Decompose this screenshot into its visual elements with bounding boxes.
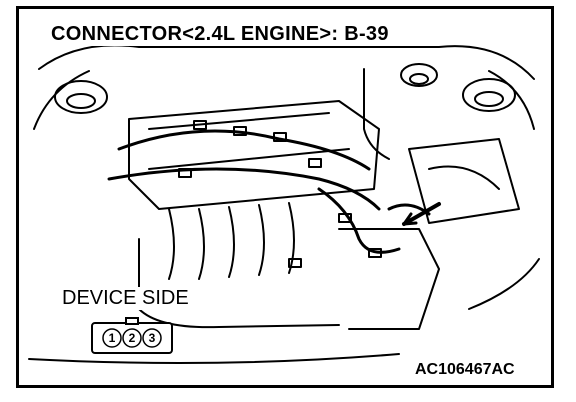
pin-2 — [122, 328, 142, 348]
transaxle — [338, 228, 440, 330]
engine-bay-illustration: 1 2 3 — [28, 44, 540, 364]
figure-code: AC106467AC — [412, 361, 518, 379]
pin-2-label: 2 — [129, 331, 136, 345]
reservoir-cap — [400, 63, 438, 87]
hood-outline — [38, 44, 535, 80]
left-fender — [33, 70, 90, 130]
engine-block — [138, 238, 340, 329]
intake-runner — [168, 208, 175, 280]
pin-3-label: 3 — [149, 331, 156, 345]
pin-3 — [142, 328, 162, 348]
diagram-title: CONNECTOR<2.4L ENGINE>: B-39 — [49, 23, 391, 46]
engine-cover — [128, 100, 380, 210]
right-fender — [488, 70, 535, 130]
wiring-harness — [117, 129, 371, 171]
device-side-label: DEVICE SIDE — [59, 287, 192, 310]
pin-1-label: 1 — [109, 331, 116, 345]
left-strut-tower — [54, 80, 108, 114]
pin-1 — [102, 328, 122, 348]
right-strut-tower — [462, 78, 516, 112]
device-connector: 1 2 3 — [91, 317, 173, 354]
battery-area — [408, 138, 520, 224]
pointer-arrow — [402, 202, 441, 226]
harness-connectors — [178, 120, 382, 268]
diagram-frame: 1 2 3 CONNECTOR<2.4L ENGINE>: B-39 DEVIC… — [16, 6, 554, 388]
